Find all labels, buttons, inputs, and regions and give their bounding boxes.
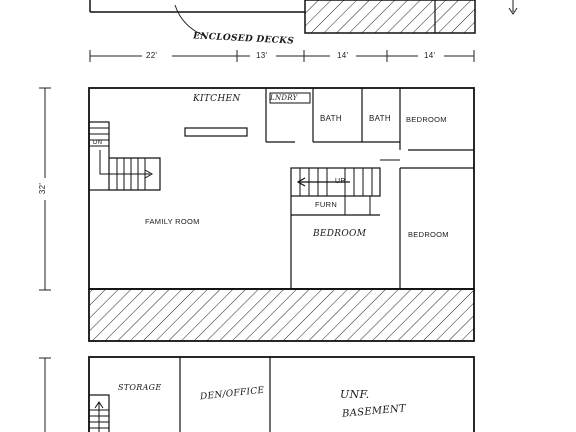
kitchen-counter — [184, 127, 248, 137]
center-stair — [290, 167, 381, 197]
dimension-width-1: 22' — [146, 51, 158, 60]
laundry-appliance — [269, 92, 311, 104]
main-floor — [88, 87, 475, 342]
room-label-bedroom-3: BEDROOM — [408, 230, 449, 239]
room-label-bath-2: BATH — [369, 114, 391, 123]
dimension-width-2: 13' — [256, 51, 268, 60]
width-dimension-line — [89, 50, 475, 62]
left-stair — [88, 121, 110, 191]
room-label-furnace: FURN — [315, 200, 338, 209]
room-label-unfinished-line-1: UNF. — [340, 388, 370, 401]
room-label-bath-1: BATH — [320, 114, 342, 123]
arrow-up-icon — [94, 401, 104, 432]
room-label-laundry: LNDRY — [270, 94, 298, 102]
lower-stair — [88, 394, 110, 432]
top-section — [89, 0, 518, 37]
stair-label-dn: DN — [93, 140, 103, 146]
deck-hatch-bottom — [88, 288, 475, 342]
lower-floor-outline — [88, 356, 475, 432]
room-label-bedroom-2: BEDROOM — [313, 229, 367, 239]
enclosed-deck-hatch — [304, 0, 476, 34]
room-label-storage: STORAGE — [118, 383, 162, 392]
dimension-depth: 32' — [38, 182, 48, 195]
room-label-bedroom-1: BEDROOM — [406, 115, 447, 124]
dimension-width-3: 14' — [337, 51, 349, 60]
dimension-width-4: 14' — [424, 51, 436, 60]
depth-dimension-line — [39, 87, 51, 432]
arrow-down-icon — [508, 7, 518, 15]
lower-stair-run — [109, 157, 161, 191]
room-label-kitchen: KITCHEN — [193, 94, 241, 104]
room-label-family-room: FAMILY ROOM — [145, 217, 200, 226]
stair-arrow-icon — [99, 150, 150, 175]
deck-note-pointer — [174, 4, 206, 37]
stair-label-up: UP — [335, 178, 346, 185]
lower-floor — [88, 356, 475, 432]
